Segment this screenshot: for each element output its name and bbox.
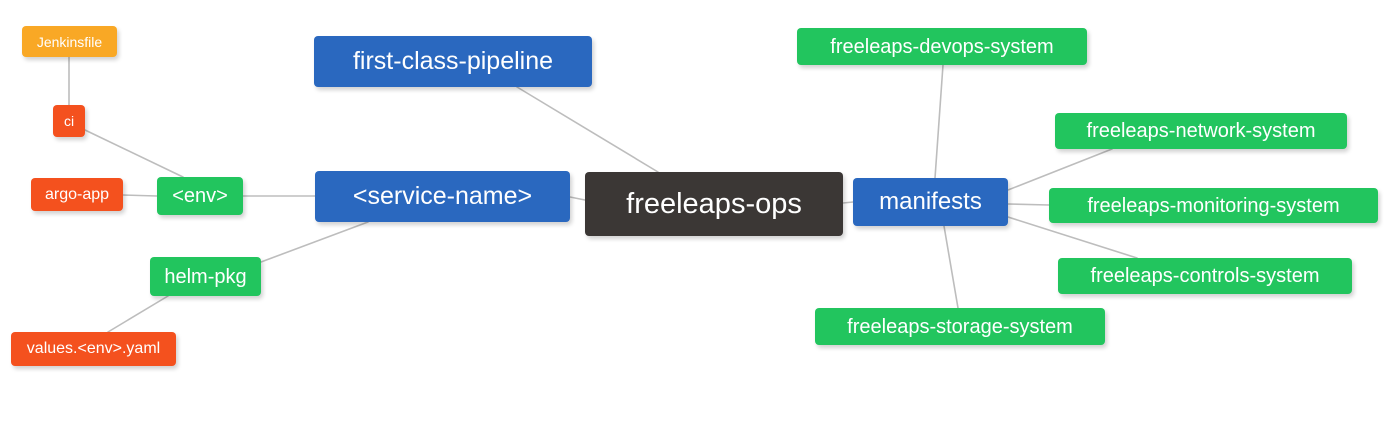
edge-helm-pkg-to-values-env-yaml bbox=[107, 295, 169, 333]
node-manifests[interactable]: manifests bbox=[853, 178, 1008, 226]
node-label-helm-pkg: helm-pkg bbox=[164, 265, 247, 288]
node-freeleaps-storage-system[interactable]: freeleaps-storage-system bbox=[815, 308, 1105, 345]
node-freeleaps-network-system[interactable]: freeleaps-network-system bbox=[1055, 113, 1347, 149]
node-label-jenkinsfile: Jenkinsfile bbox=[36, 33, 103, 50]
edge-manifests-to-freeleaps-network-system bbox=[1007, 148, 1113, 191]
edge-freeleaps-ops-to-service-name bbox=[569, 196, 586, 201]
node-label-manifests: manifests bbox=[879, 188, 982, 215]
node-helm-pkg[interactable]: helm-pkg bbox=[150, 257, 261, 296]
edge-manifests-to-freeleaps-controls-system bbox=[1007, 216, 1138, 259]
node-label-ci: ci bbox=[63, 113, 75, 129]
edge-manifests-to-freeleaps-devops-system bbox=[934, 64, 944, 179]
node-label-first-class-pipeline: first-class-pipeline bbox=[352, 47, 554, 75]
node-label-freeleaps-ops: freeleaps-ops bbox=[626, 187, 802, 220]
node-argo-app[interactable]: argo-app bbox=[31, 178, 123, 211]
node-label-freeleaps-storage-system: freeleaps-storage-system bbox=[847, 315, 1073, 338]
node-env[interactable]: <env> bbox=[157, 177, 243, 215]
node-ci[interactable]: ci bbox=[53, 105, 85, 137]
node-service-name[interactable]: <service-name> bbox=[315, 171, 570, 222]
node-jenkinsfile[interactable]: Jenkinsfile bbox=[22, 26, 117, 57]
edge-freeleaps-ops-to-first-class-pipeline bbox=[516, 86, 659, 173]
edge-freeleaps-ops-to-manifests bbox=[842, 201, 854, 204]
edge-service-name-to-helm-pkg bbox=[260, 221, 369, 263]
node-freeleaps-ops[interactable]: freeleaps-ops bbox=[585, 172, 843, 236]
node-label-argo-app: argo-app bbox=[44, 185, 110, 203]
node-label-freeleaps-monitoring-system: freeleaps-monitoring-system bbox=[1087, 194, 1340, 217]
edge-env-to-argo-app bbox=[122, 194, 158, 197]
edge-manifests-to-freeleaps-monitoring-system bbox=[1007, 203, 1050, 206]
node-values-env-yaml[interactable]: values.<env>.yaml bbox=[11, 332, 176, 366]
node-label-freeleaps-network-system: freeleaps-network-system bbox=[1086, 120, 1316, 142]
node-label-service-name: <service-name> bbox=[352, 182, 533, 210]
node-first-class-pipeline[interactable]: first-class-pipeline bbox=[314, 36, 592, 87]
node-label-values-env-yaml: values.<env>.yaml bbox=[26, 340, 161, 357]
edge-manifests-to-freeleaps-storage-system bbox=[943, 225, 959, 309]
node-freeleaps-devops-system[interactable]: freeleaps-devops-system bbox=[797, 28, 1087, 65]
node-freeleaps-monitoring-system[interactable]: freeleaps-monitoring-system bbox=[1049, 188, 1378, 223]
node-label-env: <env> bbox=[172, 185, 228, 207]
edge-env-to-ci bbox=[84, 129, 184, 178]
node-label-freeleaps-devops-system: freeleaps-devops-system bbox=[830, 35, 1054, 58]
node-label-freeleaps-controls-system: freeleaps-controls-system bbox=[1090, 265, 1320, 287]
node-freeleaps-controls-system[interactable]: freeleaps-controls-system bbox=[1058, 258, 1352, 294]
